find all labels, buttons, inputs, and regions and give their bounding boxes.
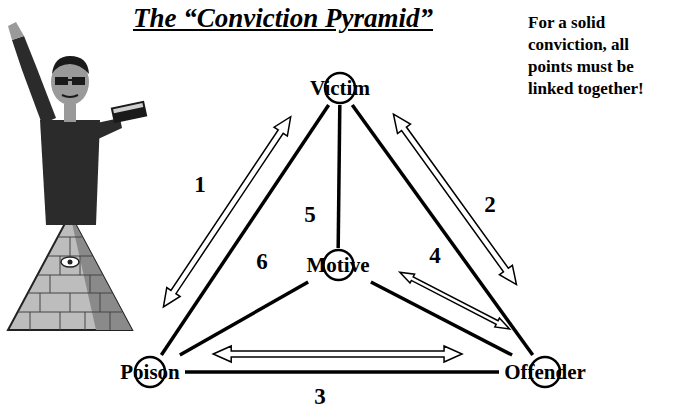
link-line	[161, 105, 328, 355]
presenter-figure	[8, 22, 147, 225]
circle-node: Offender	[499, 355, 591, 389]
double-arrow	[213, 346, 462, 362]
circle-node: Motive	[302, 248, 375, 282]
callout-number: 3	[312, 385, 328, 409]
callout-number: 4	[427, 244, 443, 268]
double-arrow	[163, 117, 290, 307]
link-line	[180, 282, 308, 355]
callout-number: 5	[302, 203, 318, 227]
node-label: Victim	[310, 76, 370, 100]
node-label: Poison	[120, 360, 180, 384]
link-line	[185, 370, 499, 374]
callout-number: 6	[254, 250, 270, 274]
callout-number: 2	[482, 193, 498, 217]
double-arrow	[400, 272, 510, 329]
callout-number: 1	[192, 173, 208, 197]
node-label: Offender	[504, 360, 586, 384]
circle-node: Victim	[305, 71, 375, 105]
circle-node: Poison	[115, 355, 185, 389]
double-arrow	[393, 114, 516, 284]
node-label: Motive	[307, 253, 370, 277]
diagram-title: The “Conviction Pyramid”	[83, 3, 483, 34]
pyramid-picture	[8, 214, 132, 330]
link-line	[352, 105, 532, 355]
side-note: For a solid conviction, all points must …	[528, 12, 673, 100]
link-line	[338, 105, 340, 248]
